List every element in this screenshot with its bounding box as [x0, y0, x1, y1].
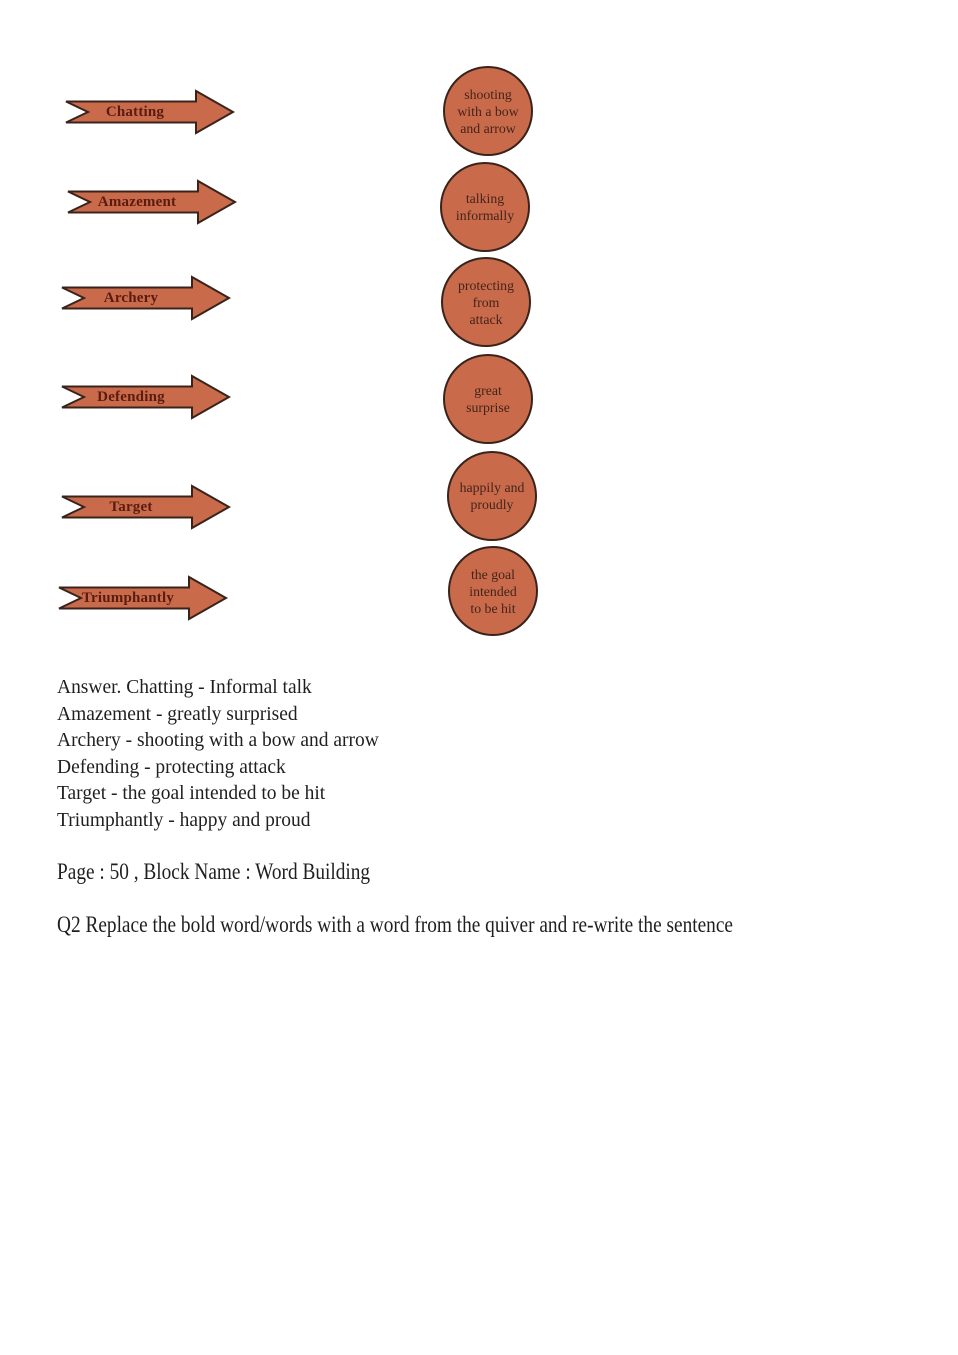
page-info: Page : 50 , Block Name : Word Building	[57, 859, 371, 884]
quiver-arrow-triumphantly: Triumphantly	[57, 575, 229, 621]
circle-text: shooting with a bow and arrow	[457, 86, 519, 136]
answer-line: Answer. Chatting - Informal talk	[57, 676, 312, 698]
arrow-label: Archery	[103, 289, 159, 306]
answer-line: Archery - shooting with a bow and arrow	[57, 729, 379, 752]
quiver-arrow-target: Target	[60, 484, 232, 530]
arrow-label: Target	[109, 498, 153, 515]
right-arrow-shape	[61, 484, 232, 530]
right-arrow-shape	[61, 275, 232, 321]
quiver-arrow-archery: Archery	[60, 275, 232, 321]
quiver-arrow-chatting: Chatting	[64, 89, 236, 135]
meaning-circle-goal: the goal intended to be hit	[448, 546, 538, 636]
circle-text: protecting from attack	[458, 277, 514, 327]
right-arrow-shape	[58, 575, 229, 621]
answer-line: Defending - protecting attack	[57, 755, 286, 778]
meaning-circle-surprise: great surprise	[443, 354, 533, 444]
circle-text: talking informally	[455, 191, 515, 223]
meaning-circle-happily: happily and proudly	[447, 451, 537, 541]
right-arrow-shape	[61, 374, 232, 420]
arrow-label: Defending	[97, 388, 165, 405]
arrow-label: Chatting	[105, 103, 165, 120]
quiver-arrow-amazement: Amazement	[66, 179, 238, 225]
right-arrow-shape	[67, 179, 238, 225]
answer-line: Target - the goal intended to be hit	[57, 782, 326, 805]
meaning-circle-protecting: protecting from attack	[441, 257, 531, 347]
meaning-circle-shooting: shooting with a bow and arrow	[443, 66, 533, 156]
right-arrow-shape	[65, 89, 236, 135]
arrow-label: Triumphantly	[81, 589, 175, 606]
circle-text: the goal intended to be hit	[469, 566, 517, 616]
answer-block: Answer. Chatting - Informal talk Amazeme…	[57, 674, 379, 834]
answer-line: Amazement - greatly surprised	[57, 702, 298, 725]
question-q2: Q2 Replace the bold word/words with a wo…	[57, 912, 733, 937]
meaning-circle-talking: talking informally	[440, 162, 530, 252]
answer-line: Triumphantly - happy and proud	[57, 808, 311, 831]
circle-text: great surprise	[466, 383, 510, 415]
quiver-arrow-defending: Defending	[60, 374, 232, 420]
arrow-label: Amazement	[97, 193, 177, 210]
circle-text: happily and proudly	[459, 480, 525, 512]
